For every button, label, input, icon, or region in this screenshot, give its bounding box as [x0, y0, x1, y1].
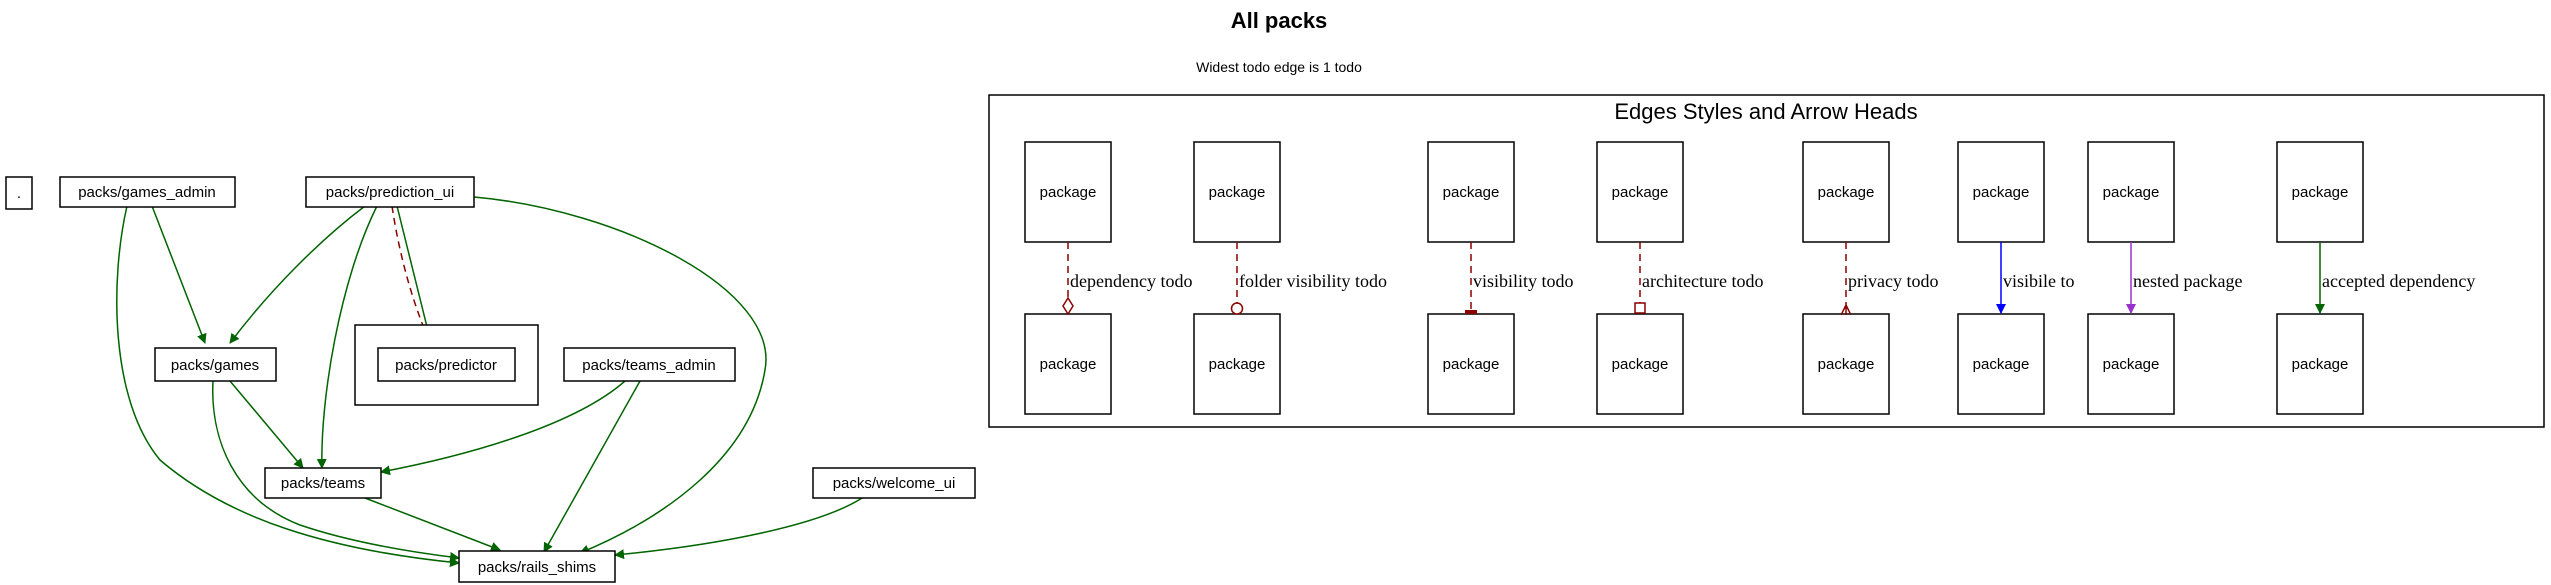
legend-package-top-1: package — [1024, 141, 1112, 243]
legend-package-label: package — [1818, 356, 1875, 373]
node-teams-label: packs/teams — [281, 475, 365, 492]
node-predictor[interactable] — [377, 347, 516, 382]
node-games[interactable] — [154, 347, 277, 382]
node-prediction-ui-label: packs/prediction_ui — [326, 184, 454, 201]
diagram-title: All packs — [1231, 8, 1328, 33]
graph-node-labels: . packs/games_admin packs/prediction_ui … — [17, 184, 955, 576]
legend-package-top-5: package — [1802, 141, 1890, 243]
node-root[interactable] — [5, 176, 33, 210]
legend-edge-2: folder visibility todo — [1230, 242, 1387, 315]
legend-package-bottom-3: package — [1427, 313, 1515, 415]
node-games-admin-label: packs/games_admin — [78, 184, 216, 201]
legend-package-top-8: package — [2276, 141, 2364, 243]
legend-cluster: Edges Styles and Arrow Heads — [988, 94, 2545, 428]
edge-welcome-ui-to-rails-shims — [614, 497, 863, 560]
legend-package-top-2: package — [1193, 141, 1281, 243]
edge-teams-admin-to-teams — [380, 380, 626, 476]
legend-package-label: package — [2103, 184, 2160, 201]
legend-edge-label: privacy todo — [1848, 271, 1938, 291]
legend-package-label: package — [1973, 356, 2030, 373]
edge-games-to-rails-shims — [212, 380, 460, 562]
legend-package-bottom-5: package — [1802, 313, 1890, 415]
node-teams[interactable] — [264, 467, 382, 499]
legend-edge-5: privacy todo — [1846, 242, 1938, 314]
legend-boxes: package package package package package packa… — [1024, 141, 2364, 415]
legend-edge-7: nested package — [2126, 242, 2242, 314]
edge-teams-to-rails-shims — [364, 497, 501, 552]
edge-prediction-ui-to-teams — [316, 205, 378, 469]
legend-package-top-7: package — [2087, 141, 2175, 243]
legend-package-bottom-4: package — [1596, 313, 1684, 415]
legend-package-label: package — [2292, 356, 2349, 373]
legend-package-label: package — [1209, 356, 1266, 373]
legend-edges: dependency todo folder visibility todo vis… — [1062, 242, 2475, 316]
node-rails-shims[interactable] — [458, 550, 616, 583]
legend-edge-4: architecture todo — [1634, 242, 1763, 314]
legend-package-label: package — [1612, 356, 1669, 373]
edge-prediction-ui-to-predictor — [396, 205, 435, 348]
legend-edge-label: folder visibility todo — [1239, 271, 1387, 291]
node-games-admin[interactable] — [59, 176, 236, 208]
legend-package-bottom-8: package — [2276, 313, 2364, 415]
node-teams-admin[interactable] — [563, 347, 736, 382]
node-welcome-ui[interactable] — [812, 467, 976, 499]
legend-package-label: package — [2103, 356, 2160, 373]
legend-title: Edges Styles and Arrow Heads — [1614, 99, 1917, 124]
legend-package-label: package — [1973, 184, 2030, 201]
legend-package-label: package — [1209, 184, 1266, 201]
legend-edge-8: accepted dependency — [2315, 242, 2475, 314]
legend-package-bottom-2: package — [1193, 313, 1281, 415]
legend-edge-label: accepted dependency — [2322, 271, 2475, 291]
legend-package-label: package — [1040, 184, 1097, 201]
legend-package-label: package — [1040, 356, 1097, 373]
node-teams-admin-label: packs/teams_admin — [582, 357, 715, 374]
graph-nodes — [5, 176, 976, 583]
legend-edge-label: architecture todo — [1642, 271, 1763, 291]
legend-edge-label: visibility todo — [1473, 271, 1574, 291]
legend-package-top-6: package — [1957, 141, 2045, 243]
node-predictor-label: packs/predictor — [395, 357, 497, 374]
edge-games-to-teams — [229, 380, 304, 469]
legend-package-label: package — [2292, 184, 2349, 201]
legend-edge-label: nested package — [2133, 271, 2242, 291]
legend-edge-3: visibility todo — [1465, 242, 1574, 314]
legend-package-top-3: package — [1427, 141, 1515, 243]
legend-package-bottom-1: package — [1024, 313, 1112, 415]
legend-edge-6: visibile to — [1996, 242, 2075, 314]
legend-package-label: package — [1818, 184, 1875, 201]
edge-prediction-ui-to-games — [229, 205, 366, 344]
edge-teams-admin-to-rails-shims — [543, 380, 641, 553]
edge-prediction-ui-to-rails-shims — [473, 196, 767, 555]
legend-package-bottom-6: package — [1957, 313, 2045, 415]
edge-games-admin-to-rails-shims — [116, 205, 460, 568]
node-games-label: packs/games — [171, 357, 259, 374]
diagram-subtitle: Widest todo edge is 1 todo — [1196, 59, 1362, 75]
edge-games-admin-to-games — [151, 205, 207, 344]
legend-package-bottom-7: package — [2087, 313, 2175, 415]
legend-package-label: package — [1612, 184, 1669, 201]
node-rails-shims-label: packs/rails_shims — [478, 559, 596, 576]
node-prediction-ui[interactable] — [305, 176, 475, 208]
node-root-label: . — [17, 185, 21, 202]
legend-package-label: package — [1443, 184, 1500, 201]
legend-edge-label: dependency todo — [1070, 271, 1192, 291]
legend-edge-label: visibile to — [2003, 271, 2075, 291]
legend-edge-1: dependency todo — [1062, 242, 1192, 316]
legend-package-label: package — [1443, 356, 1500, 373]
node-welcome-ui-label: packs/welcome_ui — [833, 475, 956, 492]
legend-package-top-4: package — [1596, 141, 1684, 243]
